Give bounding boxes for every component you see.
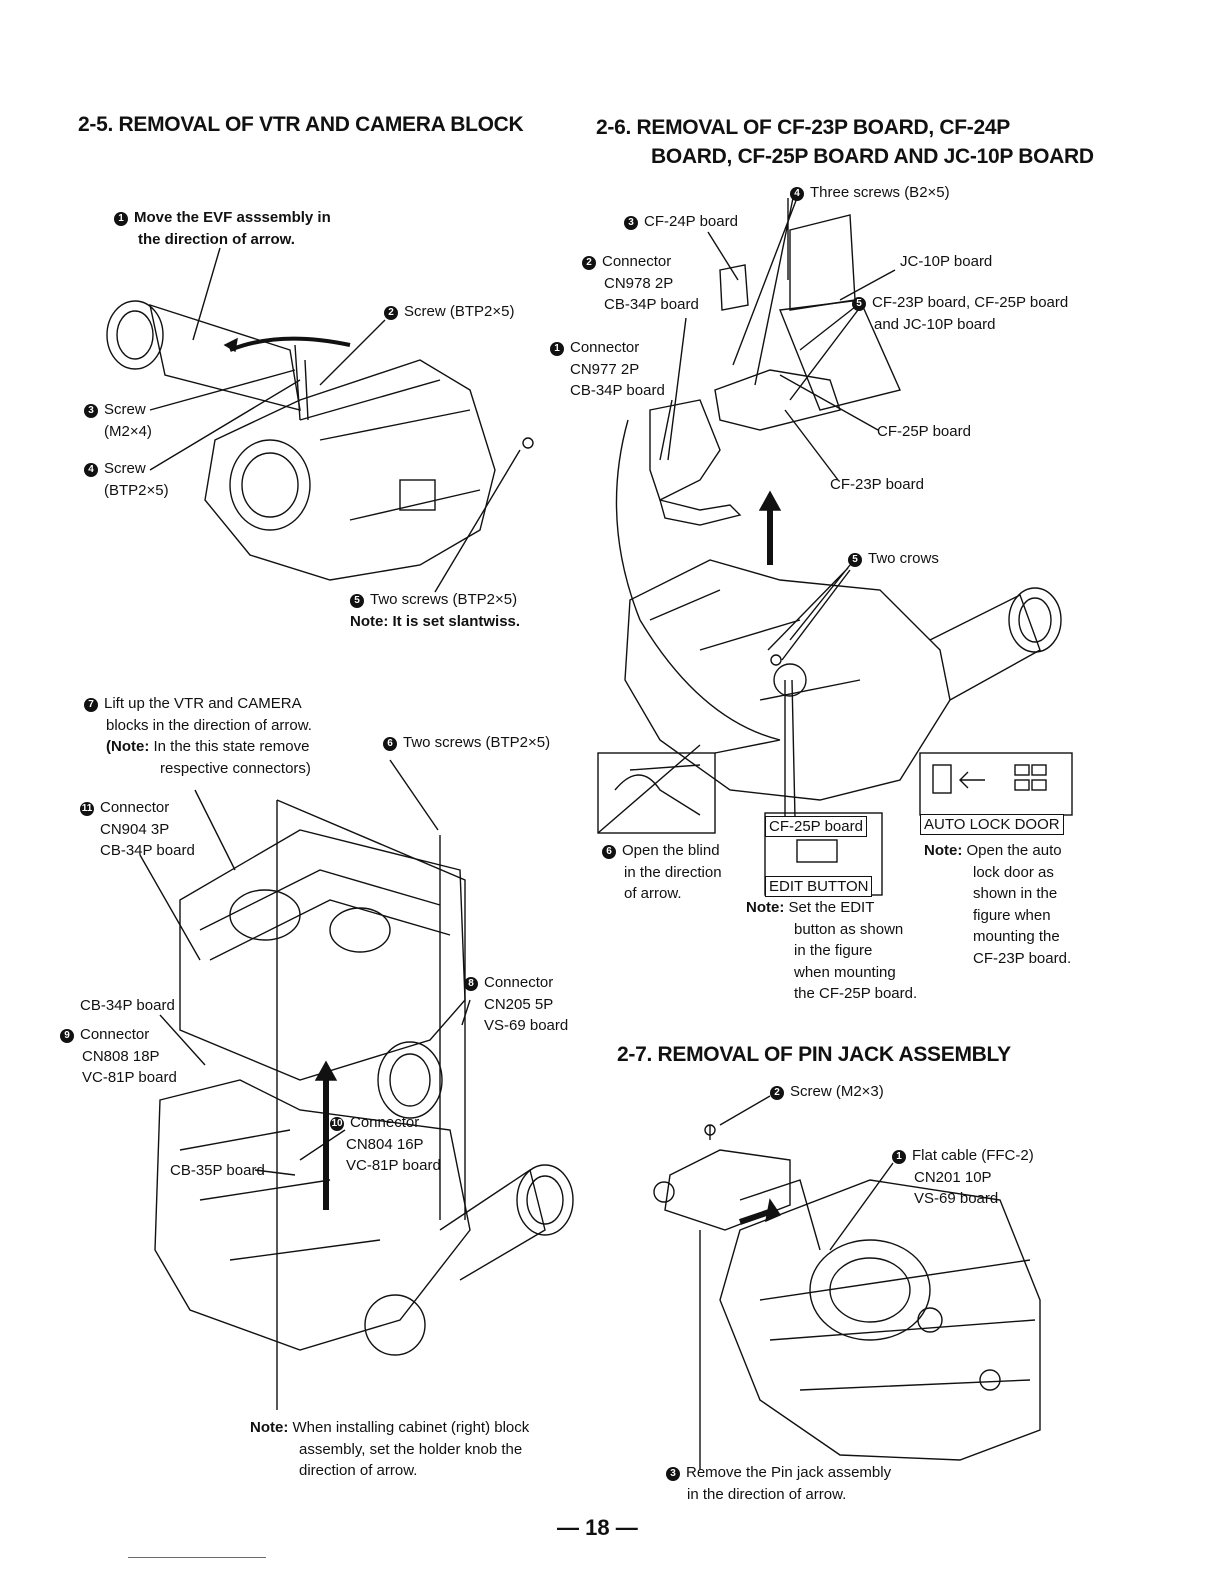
- installation-note: Note: When installing cabinet (right) bl…: [250, 1419, 530, 1479]
- vtr-block-illustration: [154, 799, 574, 1410]
- label-cb-35p-board: CB-35P board: [170, 1162, 265, 1179]
- edit-button-note: Note: Set the EDIT button as shown in th…: [746, 899, 918, 1002]
- label-jc-10p-board: JC-10P board: [900, 253, 993, 270]
- label-cf-25p-board: CF-25P board: [877, 423, 971, 440]
- footer-rule: [128, 1557, 266, 1558]
- page-number: — 18 —: [557, 1515, 638, 1540]
- box-edit-button: EDIT BUTTON: [765, 876, 873, 897]
- section-2-6-title: 2-6. REMOVAL OF CF-23P BOARD, CF-24P BOA…: [596, 116, 1094, 168]
- label-cf-23p-board: CF-23P board: [830, 476, 924, 493]
- section-2-5-title: 2-5. REMOVAL OF VTR AND CAMERA BLOCK: [78, 113, 524, 136]
- label-cb-34p-board: CB-34P board: [80, 997, 175, 1014]
- box-auto-lock-door: AUTO LOCK DOOR: [920, 814, 1064, 835]
- section-2-7-title: 2-7. REMOVAL OF PIN JACK ASSEMBLY: [617, 1043, 1011, 1066]
- auto-lock-door-note: Note: Open the auto lock door as shown i…: [924, 842, 1072, 967]
- pin-jack-illustration: [653, 1149, 1041, 1470]
- box-cf-25p-board: CF-25P board: [765, 816, 867, 837]
- camera-evf-illustration: [106, 300, 534, 581]
